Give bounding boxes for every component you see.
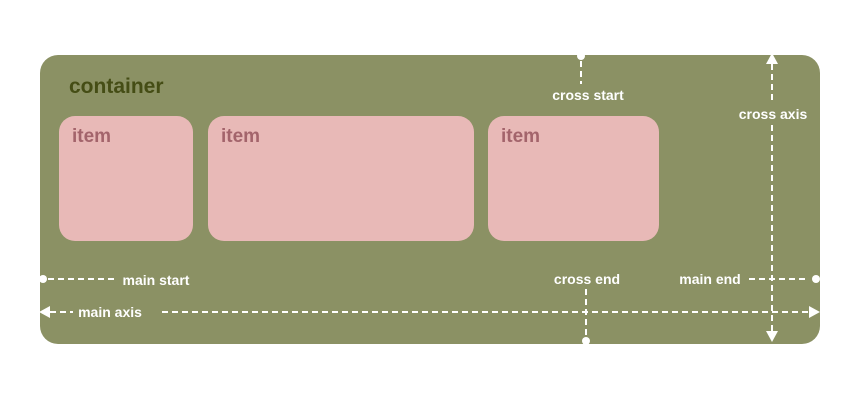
container-label: container (69, 75, 164, 98)
item-label: item (221, 126, 261, 147)
cross-axis-label: cross axis (738, 106, 808, 122)
main-axis-label: main axis (78, 304, 142, 320)
item-label: item (72, 126, 112, 147)
item-label: item (501, 126, 541, 147)
main-end-label: main end (679, 271, 741, 287)
flex-item: item (488, 116, 659, 241)
flex-item: item (59, 116, 193, 241)
flex-item: item (208, 116, 474, 241)
cross-start-label: cross start (552, 87, 624, 103)
main-start-label: main start (122, 272, 190, 288)
cross-end-label: cross end (553, 271, 621, 287)
flex-container: container item item item (40, 55, 820, 344)
